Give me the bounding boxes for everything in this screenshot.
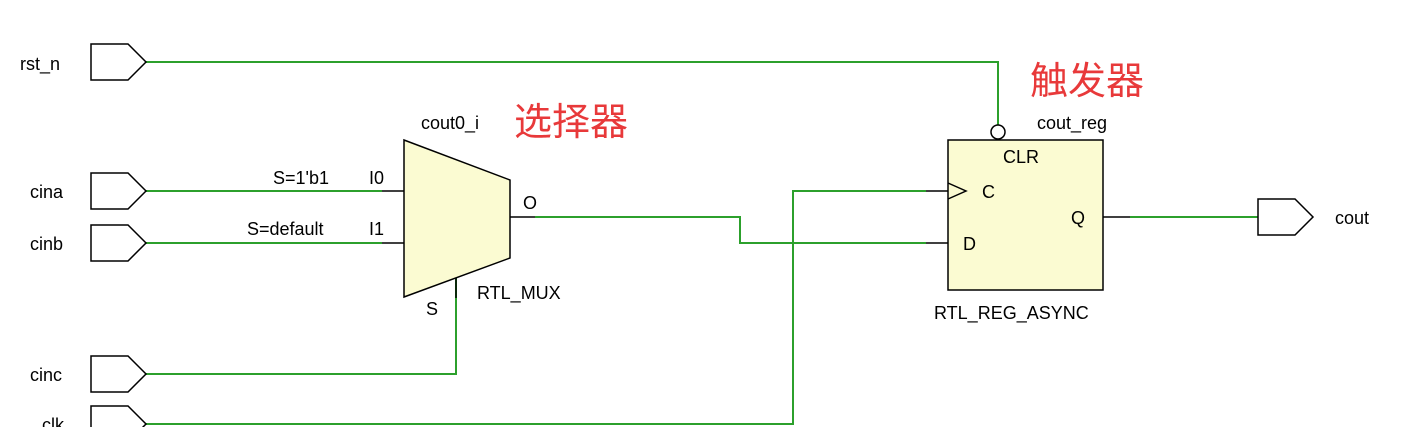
mux-annotation: 选择器 — [514, 100, 628, 144]
port-cina[interactable]: cina — [30, 172, 148, 210]
port-cinb[interactable]: cinb — [30, 224, 148, 262]
reg-instance-name: cout_reg — [1037, 113, 1107, 134]
input-port-icon — [90, 355, 148, 393]
reg-pin-c: C — [982, 182, 995, 202]
reg-body — [947, 139, 1104, 291]
mux-type-label: RTL_MUX — [477, 283, 561, 304]
port-label-cinc: cinc — [30, 365, 62, 385]
mux-pin-i1: I1 — [369, 219, 384, 239]
input-port-icon — [90, 224, 148, 262]
reg-type-label: RTL_REG_ASYNC — [934, 303, 1089, 324]
mux-instance-name: cout0_i — [421, 113, 479, 134]
mux-cond-i0: S=1'b1 — [273, 168, 329, 188]
port-label-cina: cina — [30, 182, 64, 202]
mux-pin-i0: I0 — [369, 168, 384, 188]
reg-pin-d: D — [963, 234, 976, 254]
port-label-rst-n: rst_n — [20, 54, 60, 75]
input-port-icon — [90, 405, 148, 427]
port-label-cout: cout — [1335, 208, 1369, 228]
port-rst-n[interactable]: rst_n — [20, 43, 148, 81]
mux-cell[interactable]: cout0_i RTL_MUX I0 I1 O S S=1'b1 S=defau… — [247, 113, 561, 319]
output-port-icon — [1257, 198, 1315, 236]
clock-triangle-icon — [947, 182, 968, 200]
mux-cond-i1: S=default — [247, 219, 324, 239]
port-label-clk: clk — [42, 415, 65, 427]
reg-annotation: 触发器 — [1030, 59, 1144, 103]
port-clk[interactable]: clk — [42, 405, 148, 427]
port-cinc[interactable]: cinc — [30, 355, 148, 393]
wire-clk[interactable] — [146, 190, 926, 425]
reg-pin-clr: CLR — [1003, 147, 1039, 167]
input-port-icon — [90, 172, 148, 210]
port-label-cinb: cinb — [30, 234, 63, 254]
port-cout[interactable]: cout — [1257, 198, 1369, 236]
wire-cinc[interactable] — [146, 276, 457, 375]
wire-mux-out[interactable] — [535, 216, 926, 244]
clr-bubble-icon — [990, 124, 1006, 140]
input-port-icon — [90, 43, 148, 81]
mux-pin-s: S — [426, 299, 438, 319]
reg-pin-q: Q — [1071, 208, 1085, 228]
mux-body — [403, 138, 511, 299]
wire-rst-n[interactable] — [146, 61, 999, 125]
reg-cell[interactable]: cout_reg RTL_REG_ASYNC CLR C D Q — [934, 113, 1107, 324]
mux-pin-o: O — [523, 193, 537, 213]
